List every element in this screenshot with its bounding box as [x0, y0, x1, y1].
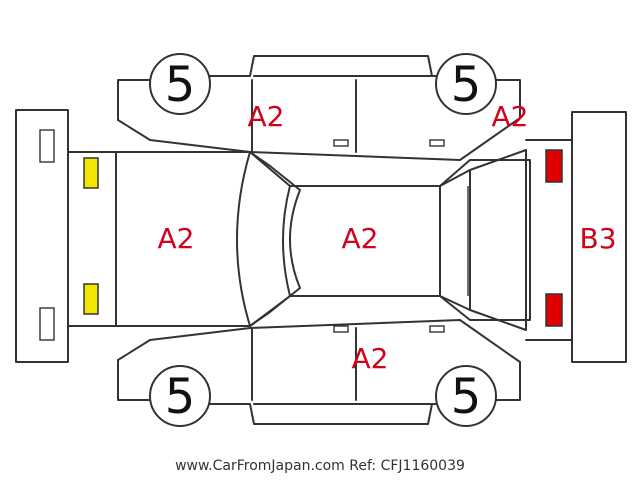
- tire-grade-rear-left: 5: [165, 369, 196, 425]
- damage-code-hood: A2: [158, 222, 195, 255]
- rear-light-top: [545, 149, 563, 183]
- wheel-rear-left: 5: [149, 365, 211, 427]
- watermark-reference: www.CarFromJapan.com Ref: CFJ1160039: [175, 458, 465, 474]
- wheel-rear-right: 5: [435, 365, 497, 427]
- damage-code-top-right-quarter: A2: [492, 100, 529, 133]
- tire-grade-front-left: 5: [165, 57, 196, 113]
- damage-code-bottom-rear-door: A2: [352, 342, 389, 375]
- car-body-top-view: [67, 149, 531, 331]
- wheel-front-right: 5: [435, 53, 497, 115]
- front-light-top: [83, 157, 99, 189]
- damage-code-roof: A2: [342, 222, 379, 255]
- tire-grade-rear-right: 5: [451, 369, 482, 425]
- wheel-front-left: 5: [149, 53, 211, 115]
- rear-bumper: [525, 111, 627, 363]
- front-light-bottom: [83, 283, 99, 315]
- damage-code-top-left-door: A2: [248, 100, 285, 133]
- front-bumper: [15, 109, 69, 363]
- tire-grade-front-right: 5: [451, 57, 482, 113]
- damage-code-rear-bumper: B3: [579, 222, 616, 255]
- rear-light-bottom: [545, 293, 563, 327]
